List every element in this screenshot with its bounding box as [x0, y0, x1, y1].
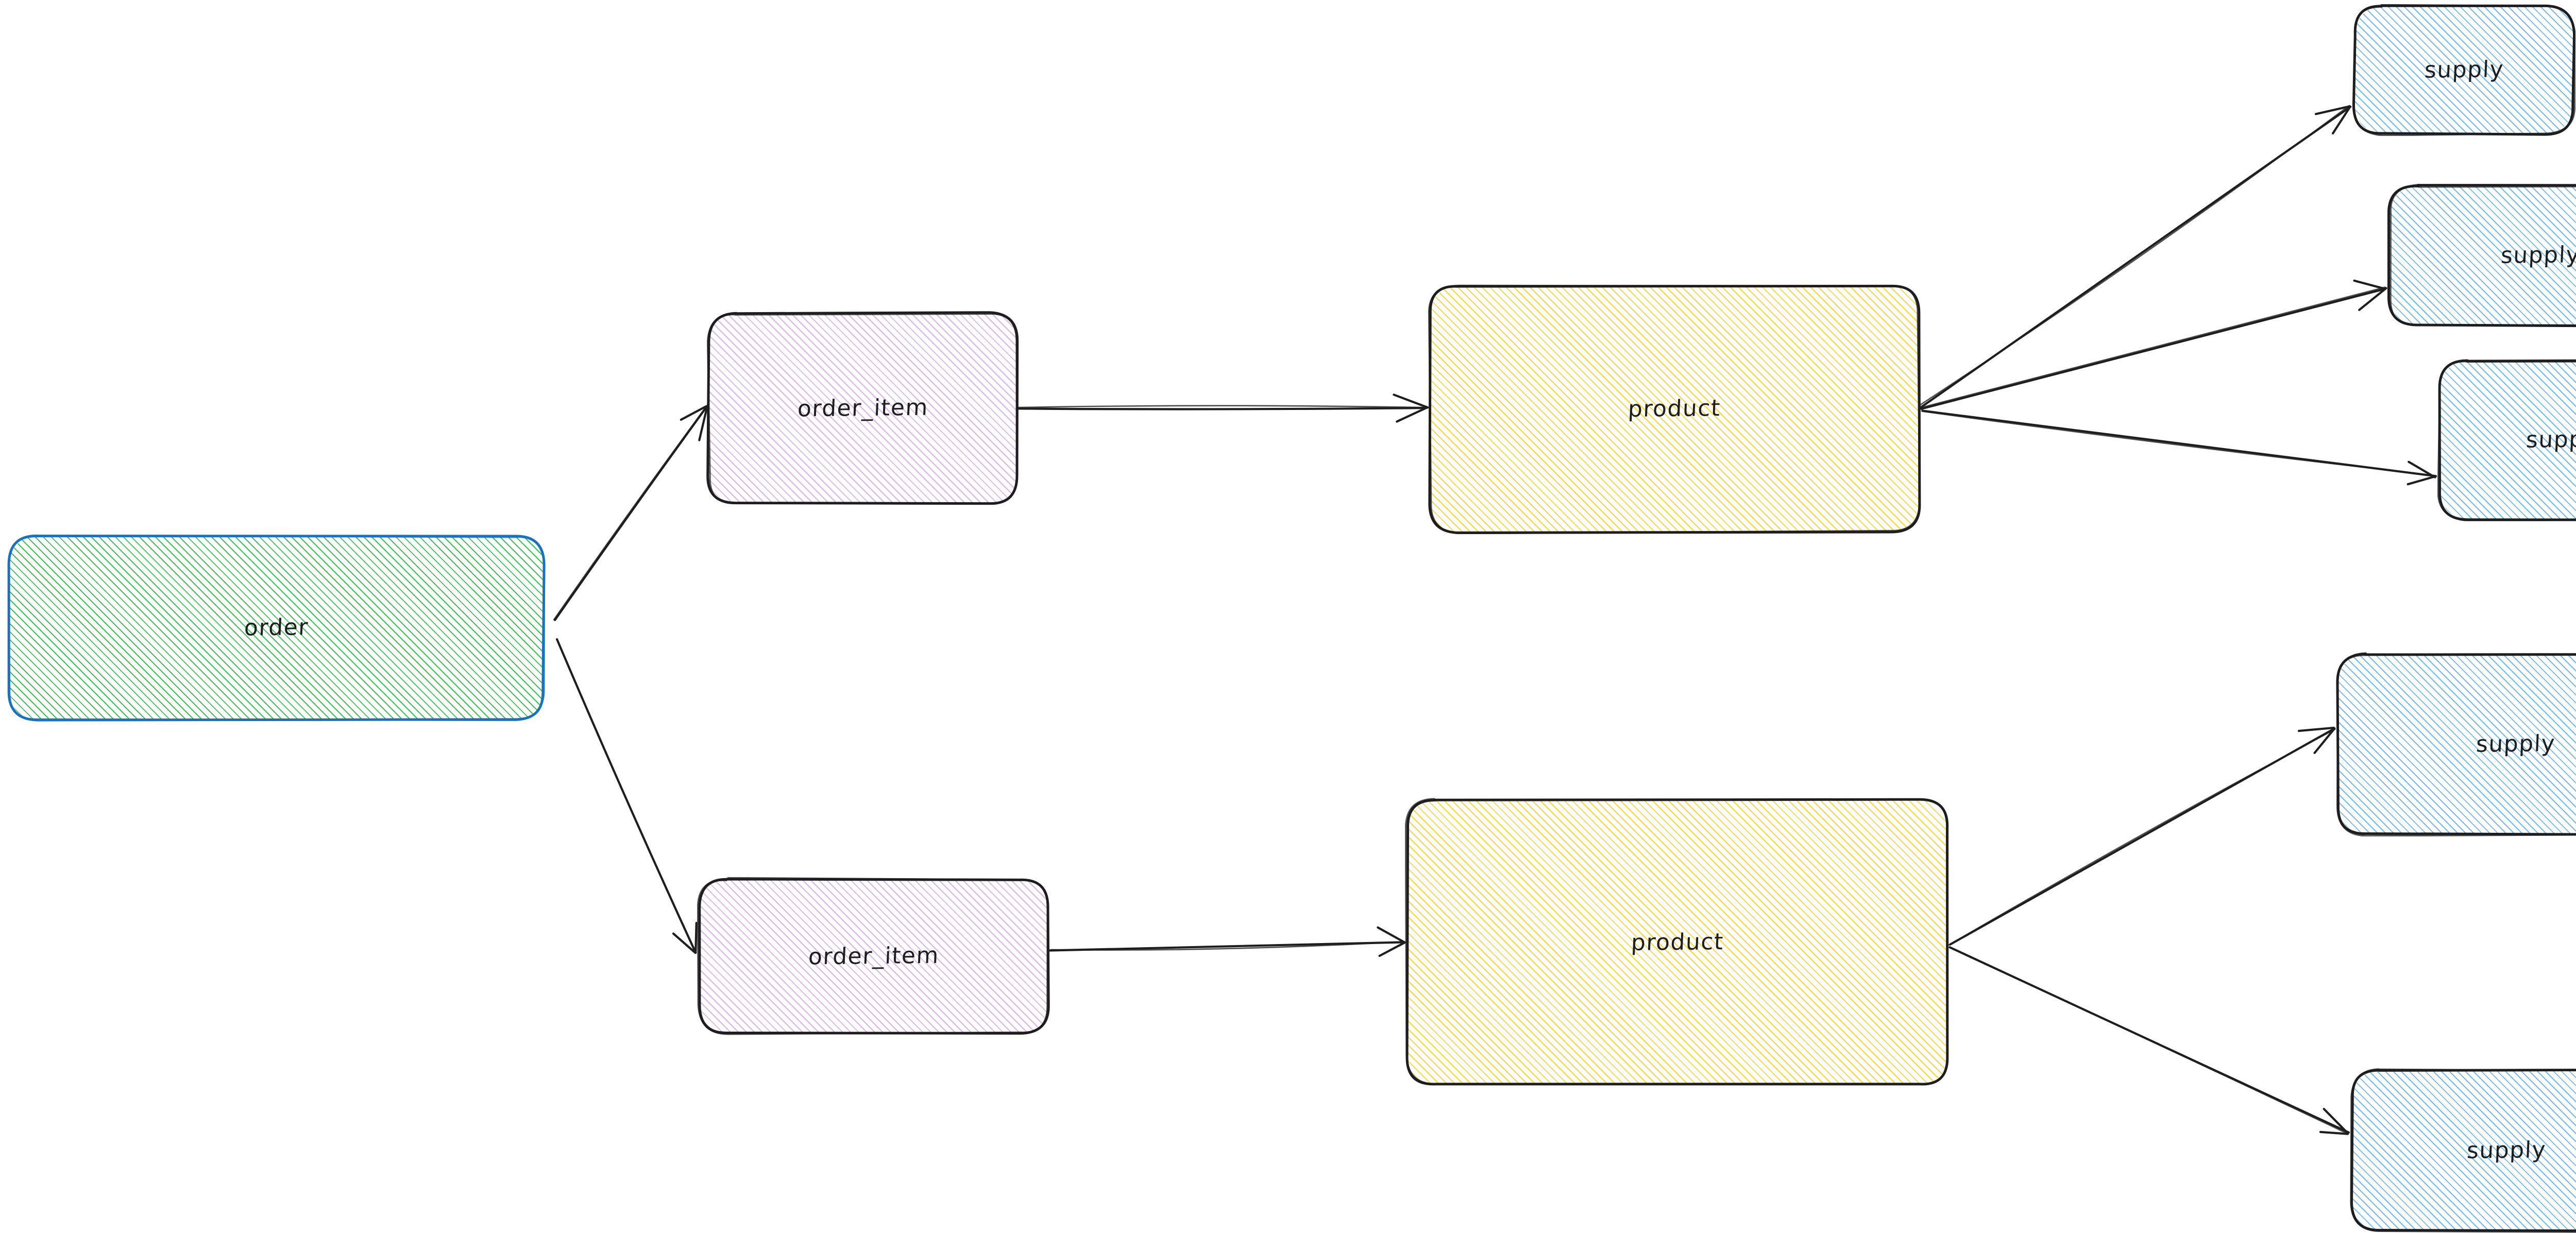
- node-order[interactable]: order: [7, 534, 546, 722]
- edge-product_1-to-supply_1[interactable]: [1918, 105, 2352, 408]
- node-supply-4[interactable]: supply: [2336, 652, 2576, 836]
- node-supply-1[interactable]: supply: [2352, 4, 2575, 136]
- node-label-supply-5: supply: [2466, 1137, 2547, 1164]
- edge-order-to-order_item_2[interactable]: [555, 638, 698, 954]
- node-label-supply-4: supply: [2475, 730, 2556, 758]
- node-label-order-item-1: order_item: [797, 394, 929, 422]
- node-order-item-1[interactable]: order_item: [706, 311, 1019, 505]
- edge-order-to-order_item_1[interactable]: [553, 404, 708, 621]
- node-product-2[interactable]: product: [1405, 798, 1949, 1086]
- node-label-product-2: product: [1631, 928, 1724, 956]
- edge-product_2-to-supply_4[interactable]: [1948, 726, 2336, 946]
- node-supply-3[interactable]: supply: [2437, 359, 2576, 521]
- node-label-supply-2: supply: [2500, 242, 2576, 269]
- edge-product_1-to-supply_3[interactable]: [1921, 409, 2437, 486]
- edge-product_2-to-supply_5[interactable]: [1948, 946, 2350, 1135]
- node-label-product-1: product: [1628, 395, 1721, 422]
- node-supply-5[interactable]: supply: [2350, 1068, 2576, 1233]
- node-product-1[interactable]: product: [1428, 284, 1921, 534]
- node-label-supply-1: supply: [2424, 56, 2504, 83]
- node-supply-2[interactable]: supply: [2387, 183, 2576, 328]
- edge-order_item_1-to-product_1[interactable]: [1018, 393, 1429, 423]
- node-label-order: order: [243, 614, 310, 641]
- edge-product_1-to-supply_2[interactable]: [1920, 279, 2387, 410]
- node-label-order-item-2: order_item: [808, 942, 940, 970]
- node-order-item-2[interactable]: order_item: [697, 877, 1050, 1035]
- edge-order_item_2-to-product_2[interactable]: [1049, 926, 1406, 957]
- node-label-supply-3: supply: [2525, 426, 2576, 453]
